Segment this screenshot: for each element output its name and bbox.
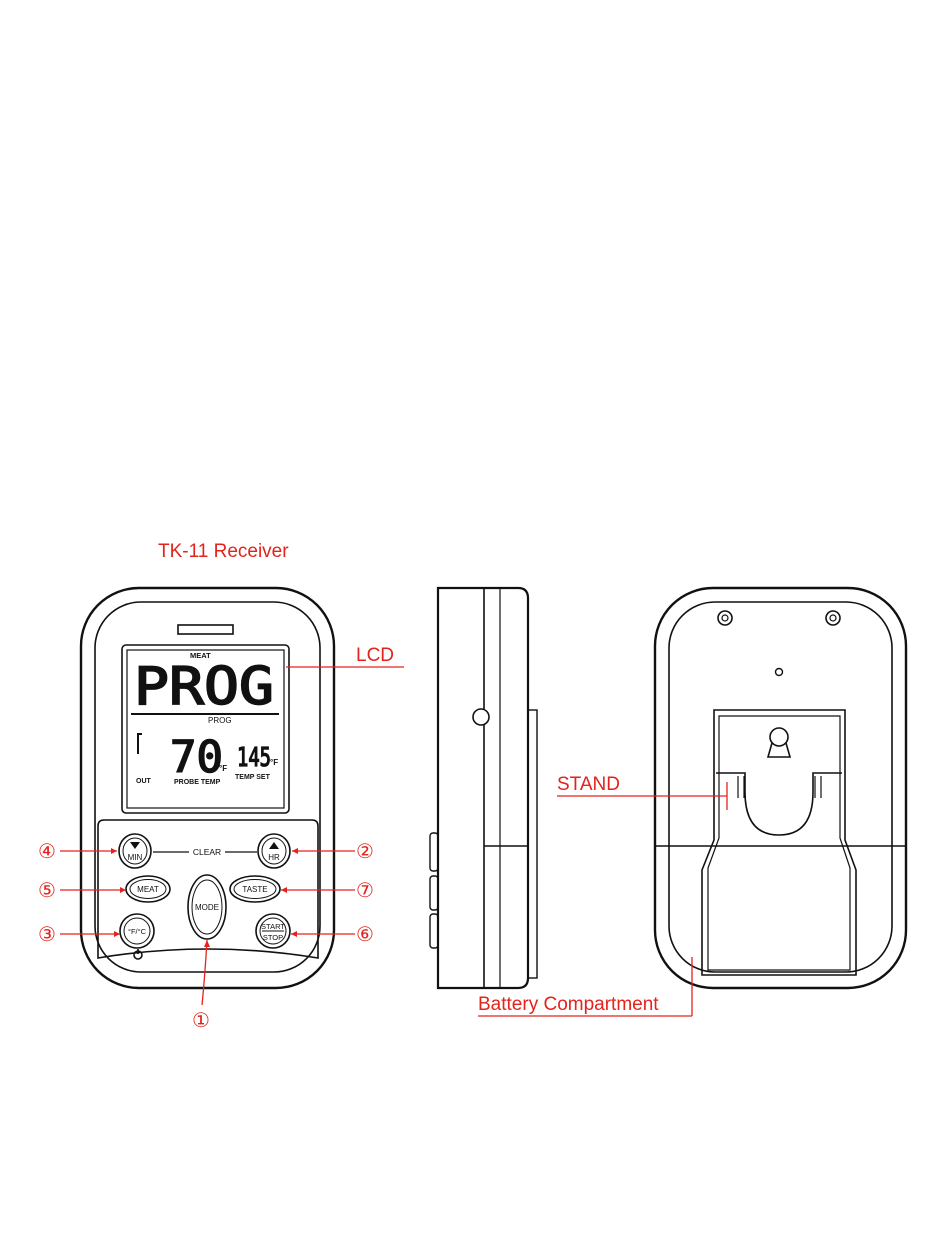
speaker-slot: [178, 625, 233, 634]
lcd-out-label: OUT: [136, 778, 152, 785]
lcd-temp-set-label: TEMP SET: [235, 774, 271, 781]
callout-6: ⑥: [356, 924, 374, 946]
back-view: [655, 588, 906, 988]
down-arrow-icon: [130, 842, 140, 849]
lcd-prog-label: PROG: [208, 716, 232, 725]
stand-callout-label: STAND: [557, 774, 620, 795]
lcd-probe-unit: °F: [219, 764, 227, 773]
taste-button[interactable]: TASTE: [230, 876, 280, 902]
back-callouts: STAND Battery Compartment: [478, 774, 727, 1016]
lcd-display: MEAT PROG PROG 70 °F 145 °F OUT PROBE TE…: [122, 645, 289, 813]
screw-left: [718, 611, 732, 625]
side-view: [430, 588, 537, 988]
taste-button-label: TASTE: [242, 885, 267, 894]
hr-button[interactable]: HR: [258, 834, 290, 868]
start-button-label: START: [261, 922, 285, 931]
screw-right: [826, 611, 840, 625]
callout-1: ①: [192, 1010, 210, 1032]
min-button[interactable]: MIN: [119, 834, 151, 868]
lcd-temp-set: 145: [237, 743, 271, 773]
callout-3: ③: [38, 924, 56, 946]
callout-4: ④: [38, 841, 56, 863]
mode-button[interactable]: MODE: [188, 875, 226, 939]
lcd-probe-temp-label: PROBE TEMP: [174, 779, 221, 786]
start-stop-button[interactable]: START STOP: [256, 914, 290, 948]
unit-button[interactable]: °F/°C: [120, 914, 154, 948]
meat-button[interactable]: MEAT: [126, 876, 170, 902]
side-sensor-hole: [473, 709, 489, 725]
lcd-main-readout: PROG: [134, 657, 274, 717]
diagram-title: TK-11 Receiver: [158, 541, 289, 562]
back-stand: [702, 710, 856, 975]
lcd-set-unit: °F: [270, 758, 278, 767]
callout-2: ②: [356, 841, 374, 863]
up-arrow-icon: [269, 842, 279, 849]
min-button-label: MIN: [128, 853, 143, 862]
battery-callout-label: Battery Compartment: [478, 994, 659, 1015]
front-view: MEAT PROG PROG 70 °F 145 °F OUT PROBE TE…: [81, 588, 334, 988]
lcd-signal-icon: [138, 734, 142, 754]
hr-button-label: HR: [268, 853, 280, 862]
stop-button-label: STOP: [263, 933, 283, 942]
mode-button-label: MODE: [195, 903, 219, 912]
lcd-callout-label: LCD: [356, 645, 394, 666]
lcd-probe-temp: 70: [170, 732, 223, 783]
callout-5: ⑤: [38, 880, 56, 902]
meat-button-label: MEAT: [137, 885, 159, 894]
clear-label: CLEAR: [193, 847, 221, 857]
callout-7: ⑦: [356, 880, 374, 902]
front-outer-shell: [81, 588, 334, 988]
unit-button-label: °F/°C: [128, 927, 147, 936]
power-icon: [134, 949, 142, 959]
